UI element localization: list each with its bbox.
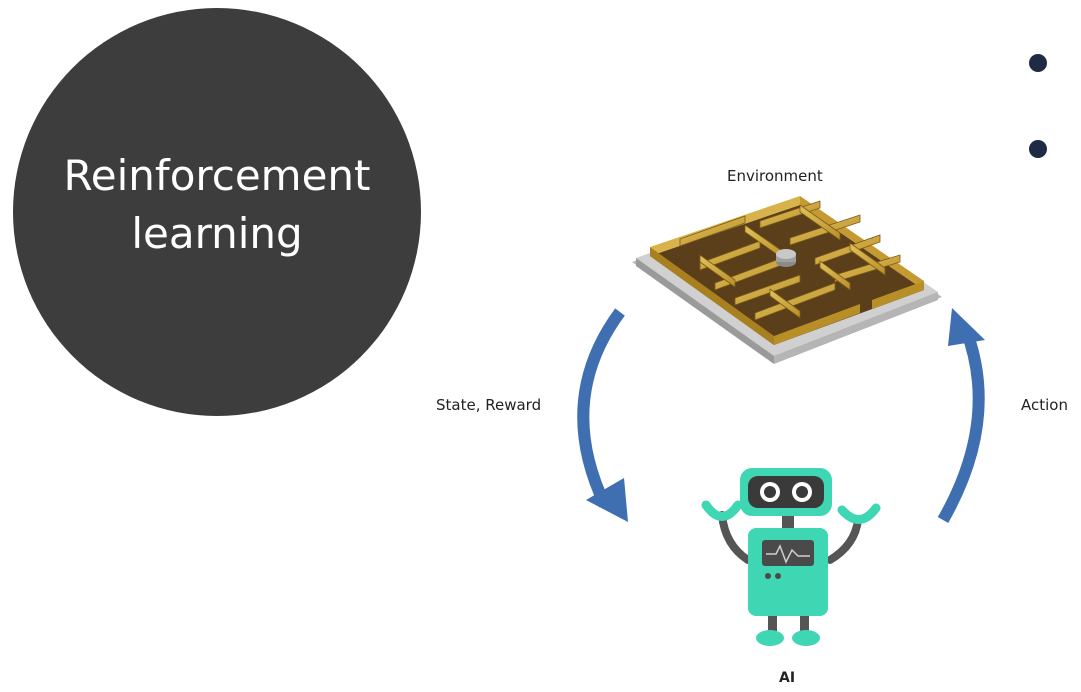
topic-title: Reinforcement learning — [63, 151, 371, 258]
maze-icon — [632, 196, 942, 364]
agent-label: AI — [779, 670, 796, 686]
environment-label: Environment — [727, 167, 823, 185]
bullet-point — [1029, 54, 1047, 72]
topic-circle: Reinforcement learning — [13, 8, 421, 416]
action-label: Action — [1021, 396, 1068, 414]
state-reward-label: State, Reward — [436, 396, 542, 414]
state-reward-arrow — [577, 308, 628, 522]
robot-icon — [701, 468, 881, 646]
action-arrow — [937, 308, 985, 523]
bullet-point — [1029, 140, 1047, 158]
